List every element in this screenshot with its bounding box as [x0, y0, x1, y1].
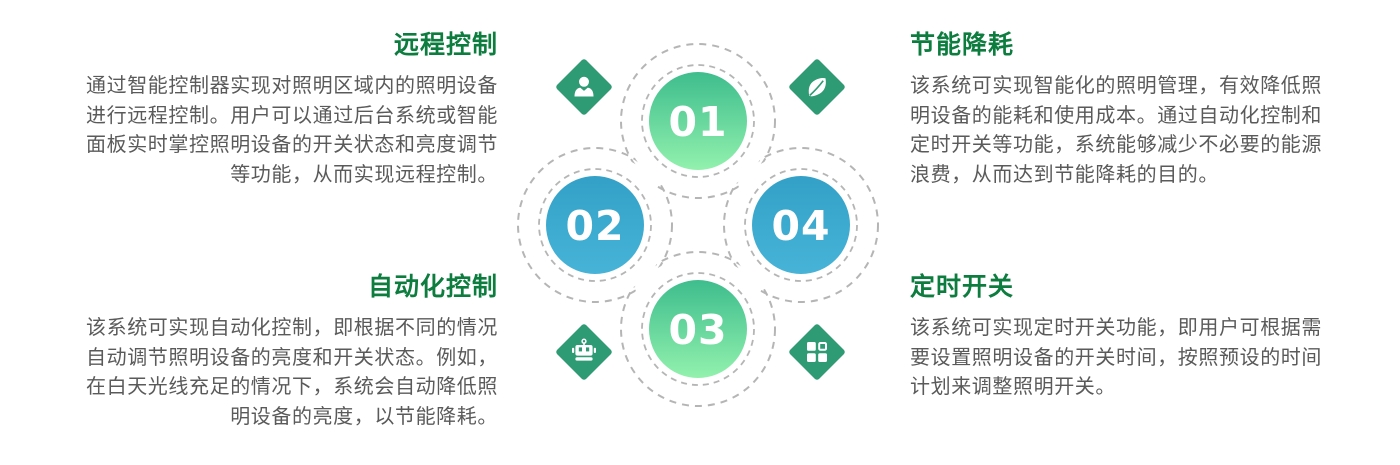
- clover-diagram: 01 02 03 04: [517, 43, 879, 407]
- section-title: 节能降耗: [910, 31, 1015, 59]
- node-number-01: 01: [668, 98, 727, 146]
- inner-dashed-ring-top: [641, 64, 755, 178]
- section-title: 自动化控制: [367, 273, 498, 301]
- outer-dashed-ring-left: [517, 147, 673, 303]
- diamond-bottom-left: [556, 324, 612, 380]
- diamond-shape: [556, 59, 612, 115]
- node-circle-04: [752, 176, 850, 274]
- grid-icon: [807, 342, 828, 362]
- outer-dashed-ring-group: [517, 43, 879, 407]
- section-body: 通过智能控制器实现对照明区域内的照明设备 进行远程控制。用户可以通过后台系统或智…: [86, 75, 498, 186]
- diamond-top-right: [789, 59, 845, 115]
- inner-dashed-ring-left: [538, 168, 652, 282]
- section-body: 该系统可实现智能化的照明管理，有效降低照 明设备的能耗和使用成本。通过自动化控制…: [910, 75, 1322, 186]
- section-automation-control: 自动化控制 该系统可实现自动化控制，即根据不同的情况 自动调节照明设备的亮度和开…: [84, 273, 498, 432]
- section-timed-switch: 定时开关 该系统可实现定时开关功能，即用户可根据需 要设置照明设备的开关时间，按…: [910, 273, 1324, 403]
- inner-dashed-ring-right: [744, 168, 858, 282]
- outer-dashed-ring-right: [723, 147, 879, 303]
- robot-icon: [572, 338, 596, 361]
- diamond-bottom-right: [789, 324, 845, 380]
- leaf-icon: [808, 77, 826, 97]
- section-body: 该系统可实现定时开关功能，即用户可根据需 要设置照明设备的开关时间，按照预设的时…: [910, 317, 1322, 398]
- node-number-04: 04: [771, 202, 830, 250]
- node-circle-02: [546, 176, 644, 274]
- node-number-03: 03: [668, 306, 727, 354]
- section-energy-saving: 节能降耗 该系统可实现智能化的照明管理，有效降低照 明设备的能耗和使用成本。通过…: [910, 31, 1324, 190]
- section-title: 定时开关: [910, 273, 1015, 301]
- diamond-shape: [789, 324, 845, 380]
- section-title: 远程控制: [393, 31, 498, 59]
- diamond-top-left: [556, 59, 612, 115]
- outer-dashed-ring-bottom: [620, 251, 776, 407]
- user-icon: [574, 76, 594, 97]
- outer-dashed-ring-top: [620, 43, 776, 199]
- inner-dashed-ring-group: [538, 64, 858, 386]
- inner-dashed-ring-bottom: [641, 272, 755, 386]
- node-number-02: 02: [565, 202, 624, 250]
- section-body: 该系统可实现自动化控制，即根据不同的情况 自动调节照明设备的亮度和开关状态。例如…: [86, 317, 498, 428]
- node-circle-01: [649, 72, 747, 170]
- node-circle-03: [649, 280, 747, 378]
- section-remote-control: 远程控制 通过智能控制器实现对照明区域内的照明设备 进行远程控制。用户可以通过后…: [84, 31, 498, 190]
